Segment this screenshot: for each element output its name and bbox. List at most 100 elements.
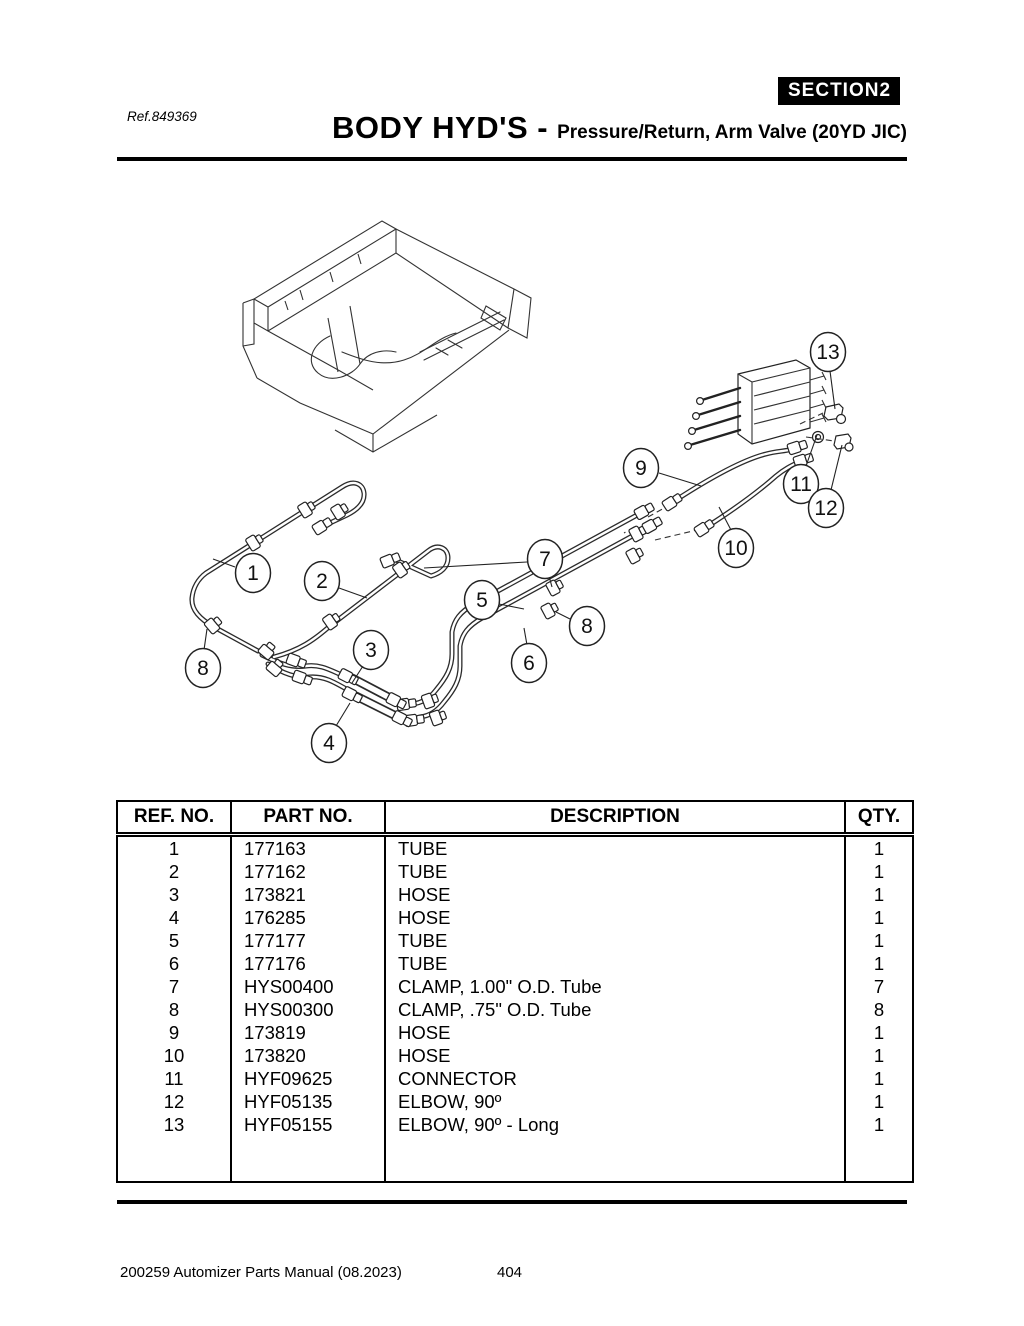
part-cell: TUBE <box>384 952 846 975</box>
part-cell: 177177 <box>230 929 386 952</box>
column-header: PART NO. <box>230 800 386 837</box>
part-cell: 176285 <box>230 906 386 929</box>
callout-1: 1 <box>234 552 272 594</box>
callout-9: 9 <box>622 447 660 489</box>
clamps-drawing <box>203 501 647 727</box>
callout-leader-line <box>335 702 351 727</box>
callout-6: 6 <box>510 642 548 684</box>
column-header: DESCRIPTION <box>384 800 846 837</box>
svg-text:4: 4 <box>323 732 335 755</box>
part-cell: CLAMP, .75" O.D. Tube <box>384 998 846 1021</box>
part-cell: 1 <box>116 834 232 860</box>
part-cell: 173820 <box>230 1044 386 1067</box>
section-number: 2 <box>879 80 892 101</box>
part-cell: 1 <box>844 1044 914 1067</box>
callout-10: 10 <box>717 527 755 569</box>
part-cell: 4 <box>116 906 232 929</box>
part-cell: TUBE <box>384 929 846 952</box>
part-cell: 5 <box>116 929 232 952</box>
callout-leader-line <box>658 472 702 487</box>
callout-leader-line <box>212 558 236 568</box>
svg-text:7: 7 <box>539 548 551 571</box>
manual-id: 200259 Automizer Parts Manual (08.2023) <box>120 1264 402 1281</box>
callout-leader-line <box>203 628 208 651</box>
svg-text:10: 10 <box>724 537 747 560</box>
page-title: BODY HYD'S - <box>332 110 549 145</box>
page-subtitle: Pressure/Return, Arm Valve (20YD JIC) <box>557 122 907 143</box>
footer-rule <box>117 1200 907 1204</box>
callout-5: 5 <box>463 579 501 621</box>
header-rule <box>117 157 907 161</box>
svg-text:2: 2 <box>316 570 328 593</box>
part-cell: ELBOW, 90º <box>384 1090 846 1113</box>
callout-leader-line <box>523 627 528 646</box>
empty-row <box>116 1136 914 1182</box>
part-cell: 1 <box>844 1113 914 1136</box>
valve-bank-drawing <box>683 359 854 452</box>
part-cell: 1 <box>844 860 914 883</box>
part-cell: HYF05155 <box>230 1113 386 1136</box>
callout-8: 8 <box>184 647 222 689</box>
fittings-drawing <box>285 439 814 728</box>
callout-leader-line <box>830 444 843 491</box>
callout-13: 13 <box>809 331 847 373</box>
svg-text:8: 8 <box>581 615 593 638</box>
svg-text:1: 1 <box>247 562 259 585</box>
part-cell: 1 <box>844 906 914 929</box>
part-cell: 12 <box>116 1090 232 1113</box>
part-cell: 10 <box>116 1044 232 1067</box>
callout-12: 12 <box>807 487 845 529</box>
part-cell: 1 <box>844 1090 914 1113</box>
part-cell: 177162 <box>230 860 386 883</box>
part-cell: 2 <box>116 860 232 883</box>
svg-text:11: 11 <box>790 473 812 496</box>
callout-11: 11 <box>782 463 820 505</box>
part-cell: HOSE <box>384 1021 846 1044</box>
callout-leader-line <box>338 587 368 599</box>
part-cell: HOSE <box>384 883 846 906</box>
part-cell: 9 <box>116 1021 232 1044</box>
page-number: 404 <box>497 1264 523 1281</box>
part-cell: 1 <box>844 1021 914 1044</box>
part-cell: 7 <box>116 975 232 998</box>
part-cell: 173819 <box>230 1021 386 1044</box>
part-cell: TUBE <box>384 834 846 860</box>
svg-text:3: 3 <box>365 639 377 662</box>
part-cell: 8 <box>116 998 232 1021</box>
section-badge: SECTION 2 <box>778 77 900 105</box>
callout-2: 2 <box>303 560 341 602</box>
svg-text:12: 12 <box>814 497 837 520</box>
callout-leader-line <box>718 506 732 531</box>
part-cell: ELBOW, 90º - Long <box>384 1113 846 1136</box>
part-cell: 11 <box>116 1067 232 1090</box>
part-cell: 1 <box>844 929 914 952</box>
part-cell: HYS00300 <box>230 998 386 1021</box>
part-cell: TUBE <box>384 860 846 883</box>
part-cell: CONNECTOR <box>384 1067 846 1090</box>
part-cell: 1 <box>844 883 914 906</box>
callout-8: 8 <box>568 605 606 647</box>
part-cell: 8 <box>844 998 914 1021</box>
svg-text:9: 9 <box>635 457 647 480</box>
part-cell: 1 <box>844 952 914 975</box>
section-label: SECTION <box>788 80 880 101</box>
part-cell: HOSE <box>384 1044 846 1067</box>
part-cell: 177176 <box>230 952 386 975</box>
callout-leader-line <box>498 603 525 610</box>
part-cell: HYF09625 <box>230 1067 386 1090</box>
column-header: QTY. <box>844 800 914 837</box>
svg-text:13: 13 <box>816 341 839 364</box>
callout-3: 3 <box>352 629 390 671</box>
